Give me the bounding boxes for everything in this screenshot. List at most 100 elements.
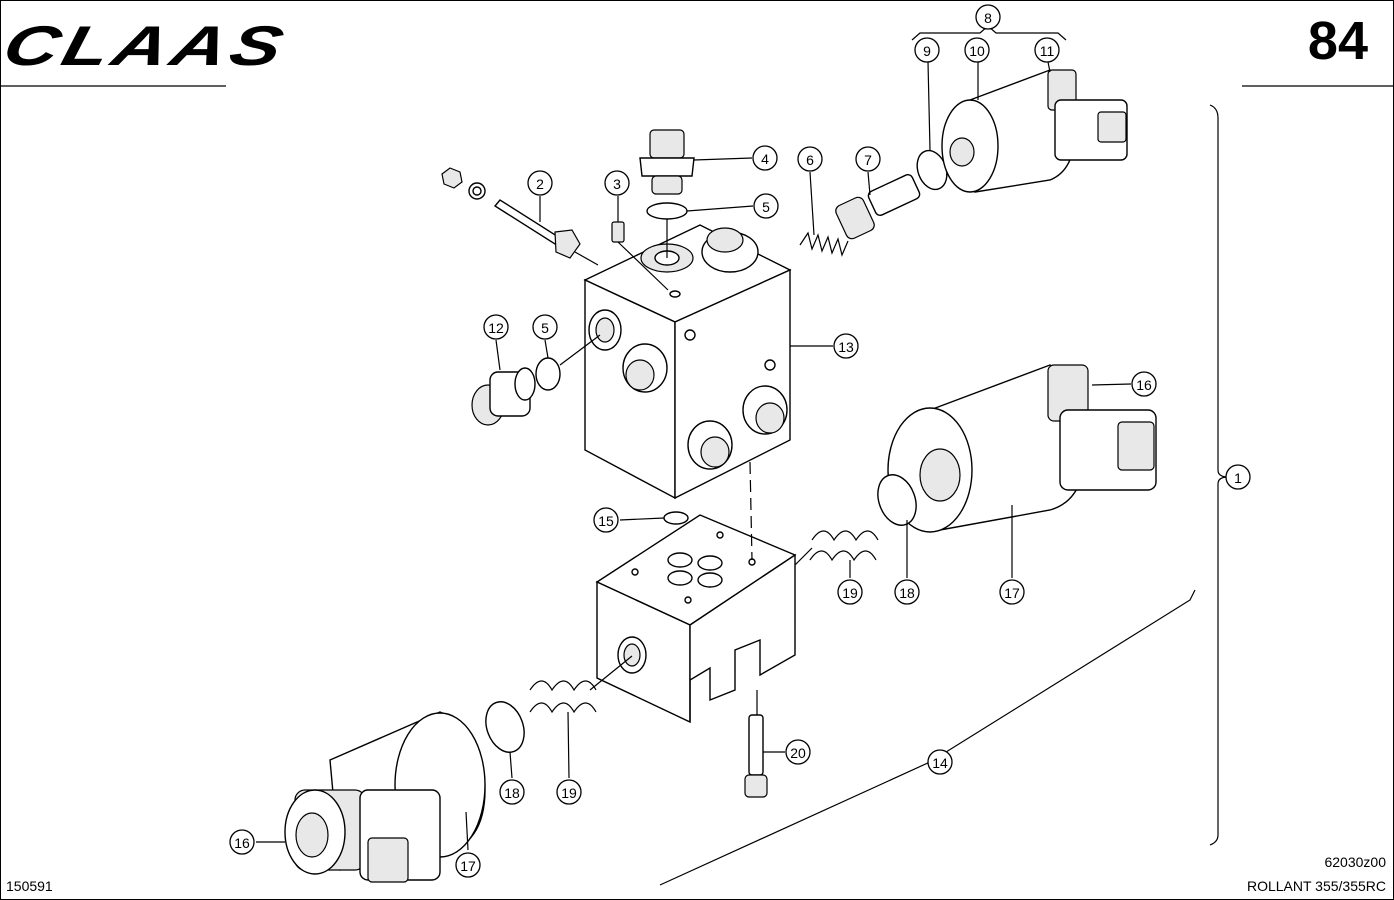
callout-label: 17 bbox=[1004, 585, 1020, 601]
callout-circle bbox=[499, 779, 525, 805]
callout-c10: 10 bbox=[964, 37, 990, 63]
set-screw-3 bbox=[611, 221, 625, 243]
callout-circle bbox=[964, 37, 990, 63]
callout-c9: 9 bbox=[914, 37, 940, 63]
document-code: 150591 bbox=[6, 878, 53, 894]
callout-label: 5 bbox=[541, 320, 549, 336]
spring-19-right bbox=[809, 530, 879, 562]
callout-circle bbox=[785, 739, 811, 765]
callout-label: 3 bbox=[613, 176, 621, 192]
callout-label: 17 bbox=[460, 858, 476, 874]
valve-block-13 bbox=[583, 224, 792, 500]
callout-label: 16 bbox=[234, 835, 250, 851]
callout-c8: 8 bbox=[975, 4, 1001, 30]
callout-circle bbox=[752, 145, 778, 171]
callout-c17b: 17 bbox=[455, 852, 481, 878]
callout-c11: 11 bbox=[1034, 37, 1060, 63]
callout-c1: 1 bbox=[1225, 464, 1251, 490]
callout-c19b: 19 bbox=[556, 779, 582, 805]
callout-label: 6 bbox=[806, 152, 814, 168]
callout-c13: 13 bbox=[833, 333, 859, 359]
callout-circle bbox=[527, 170, 553, 196]
callout-circle bbox=[532, 314, 558, 340]
callout-c18b: 18 bbox=[499, 779, 525, 805]
callout-label: 11 bbox=[1040, 43, 1055, 59]
oring-18-right bbox=[877, 474, 917, 526]
callout-label: 5 bbox=[762, 199, 770, 215]
callout-c18a: 18 bbox=[894, 579, 920, 605]
spring-19-left bbox=[529, 680, 597, 714]
callout-c3: 3 bbox=[604, 170, 630, 196]
callout-circle bbox=[483, 314, 509, 340]
drawing-code: 62030z00 bbox=[1324, 854, 1386, 870]
callout-circle bbox=[455, 852, 481, 878]
callout-label: 14 bbox=[932, 755, 948, 771]
callout-circle bbox=[753, 193, 779, 219]
callout-circle bbox=[855, 146, 881, 172]
callout-circle bbox=[1131, 371, 1157, 397]
callout-circle bbox=[229, 829, 255, 855]
callout-label: 1 bbox=[1234, 470, 1242, 486]
bracket-14 bbox=[659, 589, 1196, 886]
callout-circle bbox=[1225, 464, 1251, 490]
callout-label: 2 bbox=[536, 176, 544, 192]
callout-label: 8 bbox=[984, 10, 992, 26]
screw-20 bbox=[744, 714, 768, 798]
model-name: ROLLANT 355/355RC bbox=[1246, 878, 1386, 894]
callout-label: 18 bbox=[899, 585, 915, 601]
spool-7 bbox=[835, 174, 921, 240]
leader-3 bbox=[617, 241, 669, 291]
solenoid-coil-top bbox=[941, 69, 1128, 193]
fitting-12 bbox=[471, 367, 536, 426]
callout-circle bbox=[914, 37, 940, 63]
bolt-2 bbox=[493, 199, 599, 266]
callout-c2: 2 bbox=[527, 170, 553, 196]
callout-circle bbox=[604, 170, 630, 196]
callout-label: 18 bbox=[504, 785, 520, 801]
callout-circle bbox=[894, 579, 920, 605]
callout-label: 7 bbox=[864, 152, 872, 168]
callout-label: 15 bbox=[598, 513, 614, 529]
callout-c12: 12 bbox=[483, 314, 509, 340]
callout-circle bbox=[797, 146, 823, 172]
callout-label: 12 bbox=[488, 320, 504, 336]
bracket-1 bbox=[1209, 104, 1229, 846]
callout-circle bbox=[975, 4, 1001, 30]
solenoid-coil-right bbox=[887, 364, 1157, 533]
callout-label: 20 bbox=[790, 745, 806, 761]
callout-label: 10 bbox=[969, 43, 985, 59]
callout-label: 9 bbox=[923, 43, 931, 59]
solenoid-coil-bottom bbox=[284, 711, 486, 883]
callout-c14: 14 bbox=[927, 749, 953, 775]
page-number: 84 bbox=[1307, 11, 1368, 71]
callout-circle bbox=[927, 749, 953, 775]
callout-c5b: 5 bbox=[532, 314, 558, 340]
oring-18-left bbox=[485, 701, 525, 753]
oring-5-top bbox=[646, 202, 688, 220]
callout-label: 16 bbox=[1136, 377, 1152, 393]
oring-15 bbox=[663, 511, 689, 525]
spring-6 bbox=[799, 231, 849, 257]
callout-c16a: 16 bbox=[1131, 371, 1157, 397]
callout-c20: 20 bbox=[785, 739, 811, 765]
callout-label: 4 bbox=[761, 151, 769, 167]
nut-washer bbox=[441, 167, 486, 200]
callout-circle bbox=[1034, 37, 1060, 63]
callout-circle bbox=[833, 333, 859, 359]
valve-block-lower bbox=[595, 514, 797, 724]
callout-circle bbox=[593, 507, 619, 533]
callout-circle bbox=[837, 579, 863, 605]
callout-c5a: 5 bbox=[753, 193, 779, 219]
callout-c17a: 17 bbox=[999, 579, 1025, 605]
callout-c15: 15 bbox=[593, 507, 619, 533]
oring-5-side bbox=[535, 357, 561, 391]
callout-c19a: 19 bbox=[837, 579, 863, 605]
callout-circle bbox=[999, 579, 1025, 605]
callout-label: 13 bbox=[838, 339, 854, 355]
callout-c7: 7 bbox=[855, 146, 881, 172]
axis-line-block bbox=[749, 461, 753, 561]
fitting-4 bbox=[639, 129, 695, 195]
callout-c6: 6 bbox=[797, 146, 823, 172]
callout-c4: 4 bbox=[752, 145, 778, 171]
